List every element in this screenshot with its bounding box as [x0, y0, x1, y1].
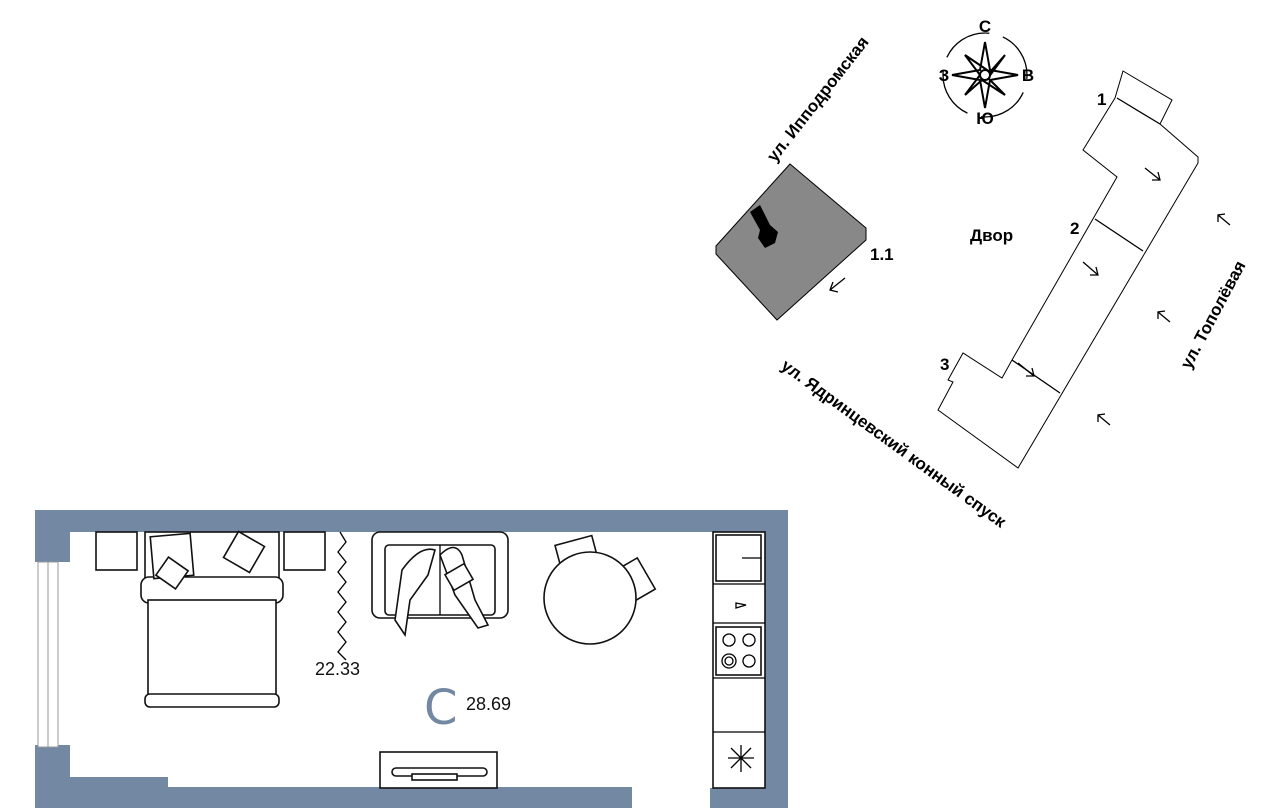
compass-east: В — [1022, 66, 1034, 85]
snowflake-icon — [728, 745, 754, 772]
tv-stand — [379, 751, 498, 789]
kitchen-unit — [712, 531, 766, 789]
dining-table — [543, 534, 657, 645]
bed — [95, 530, 326, 708]
section-label-1: 1 — [1097, 90, 1106, 109]
entrance-arrow-icons — [1017, 167, 1231, 426]
highlighted-section — [750, 205, 778, 248]
street-label-ippodromskaya: ул. Ипподромская — [763, 33, 872, 166]
building-1-1[interactable]: 1.1 — [715, 163, 894, 321]
entrance-arrow-icon — [829, 277, 846, 293]
sofa — [371, 531, 509, 638]
total-area-value: 28.69 — [466, 694, 511, 714]
building-label: 1.1 — [870, 245, 894, 264]
courtyard-label: Двор — [970, 226, 1013, 245]
tap-icon — [735, 602, 747, 609]
compass-south: Ю — [976, 109, 994, 128]
building-main[interactable]: 1 2 3 — [937, 70, 1231, 469]
living-area-value: 22.33 — [315, 659, 360, 679]
room-type-mark: C — [424, 680, 458, 736]
partition-zigzag — [337, 531, 347, 661]
window — [37, 561, 59, 748]
walls — [35, 510, 788, 808]
section-label-2: 2 — [1070, 219, 1079, 238]
street-label-topolevaya: ул. Тополёвая — [1177, 258, 1250, 372]
compass-rose: С Ю З В — [939, 17, 1034, 128]
compass-west: З — [939, 66, 950, 85]
compass-north: С — [979, 17, 991, 36]
section-label-3: 3 — [940, 355, 949, 374]
stove-icon — [715, 626, 762, 676]
